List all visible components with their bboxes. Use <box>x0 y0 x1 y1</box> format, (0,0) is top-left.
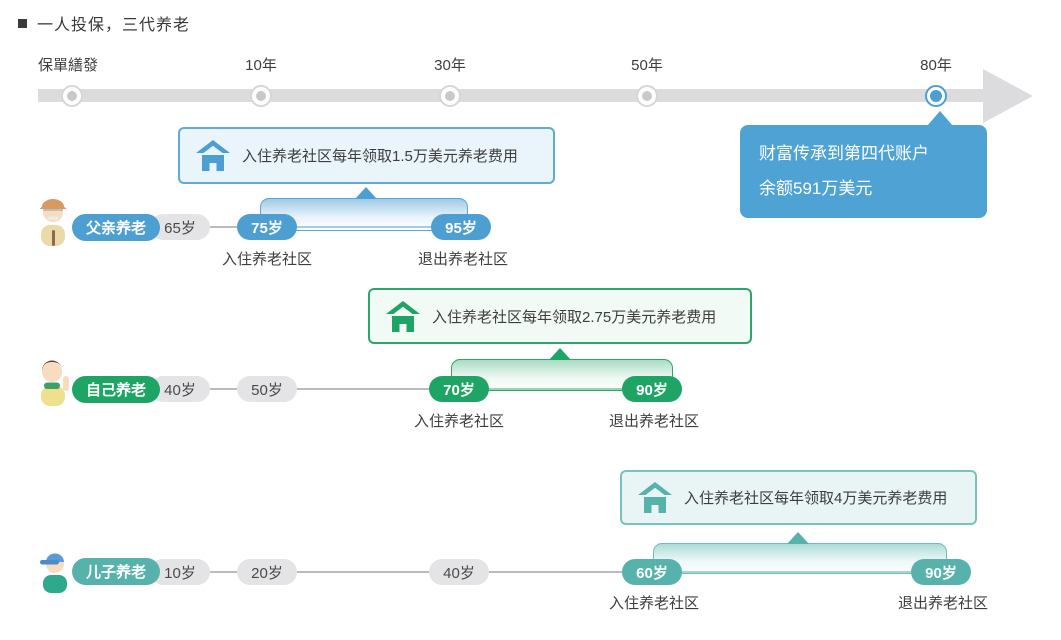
house-icon <box>386 300 420 332</box>
connector-line <box>675 571 918 573</box>
connector-line <box>210 571 237 573</box>
enter-label-self: 入住养老社区 <box>413 413 505 430</box>
connector-line <box>210 226 237 228</box>
timeline-dot-10y <box>250 85 272 107</box>
bracket-pointer-icon <box>549 348 571 360</box>
timeline-dot-policy-issue <box>61 85 83 107</box>
connector-line <box>297 388 429 390</box>
age-pill-son-enter: 60岁 <box>622 559 682 585</box>
age-pill-son-exit: 90岁 <box>911 559 971 585</box>
house-icon <box>638 482 672 513</box>
age-pill-self-enter: 70岁 <box>429 376 489 402</box>
timeline-arrow-icon <box>983 69 1033 123</box>
timeline-label-50y: 50年 <box>631 57 663 74</box>
info-text-son: 入住养老社区每年领取4万美元养老费用 <box>684 490 948 507</box>
connector-line <box>489 571 622 573</box>
age-pill-son-step2: 40岁 <box>429 559 489 585</box>
badge-self: 自己养老 <box>72 376 160 403</box>
age-pill-father-enter: 75岁 <box>237 214 297 240</box>
timeline-dot-50y <box>636 85 658 107</box>
timeline-dot-30y <box>439 85 461 107</box>
badge-father: 父亲养老 <box>72 214 160 241</box>
age-pill-son-start: 10岁 <box>150 559 210 585</box>
age-pill-father-start: 65岁 <box>150 214 210 240</box>
timeline-label-30y: 30年 <box>434 57 466 74</box>
son-icon <box>36 545 74 598</box>
badge-son: 儿子养老 <box>72 558 160 585</box>
bracket-pointer-icon <box>355 187 377 199</box>
exit-label-son: 退出养老社区 <box>897 595 989 612</box>
info-box-self: 入住养老社区每年领取2.75万美元养老费用 <box>368 288 752 344</box>
father-icon <box>34 196 72 253</box>
timeline-label-policy-issue: 保單繕發 <box>38 57 99 74</box>
timeline-dot-80y-active <box>925 85 947 107</box>
connector-line <box>482 388 629 390</box>
bracket-pointer-icon <box>787 532 809 544</box>
age-pill-self-start: 40岁 <box>150 376 210 402</box>
connector-line <box>210 388 237 390</box>
age-pill-son-step1: 20岁 <box>237 559 297 585</box>
timeline-label-80y: 80年 <box>920 57 952 74</box>
self-icon <box>34 356 72 413</box>
connector-line <box>290 226 438 228</box>
enter-label-son: 入住养老社区 <box>608 595 700 612</box>
house-icon <box>196 140 230 171</box>
callout-line2: 余额591万美元 <box>759 179 873 198</box>
page-title: 一人投保，三代养老 <box>37 17 191 34</box>
age-pill-self-step1: 50岁 <box>237 376 297 402</box>
timeline-bar <box>38 89 988 102</box>
callout-text: 财富传承到第四代账户 余额591万美元 <box>740 125 987 206</box>
info-text-father: 入住养老社区每年领取1.5万美元养老费用 <box>242 148 518 165</box>
info-box-father: 入住养老社区每年领取1.5万美元养老费用 <box>178 127 555 184</box>
timeline-label-10y: 10年 <box>245 57 277 74</box>
age-pill-father-exit: 95岁 <box>431 214 491 240</box>
callout-line1: 财富传承到第四代账户 <box>759 144 929 163</box>
connector-line <box>297 571 429 573</box>
wealth-transfer-callout: 财富传承到第四代账户 余额591万美元 <box>740 111 987 218</box>
age-pill-self-exit: 90岁 <box>622 376 682 402</box>
bracket-son <box>653 532 947 574</box>
info-text-self: 入住养老社区每年领取2.75万美元养老费用 <box>432 308 717 326</box>
exit-label-self: 退出养老社区 <box>608 413 700 430</box>
exit-label-father: 退出养老社区 <box>417 251 509 268</box>
info-box-son: 入住养老社区每年领取4万美元养老费用 <box>620 470 977 525</box>
callout-pointer-icon <box>927 111 953 126</box>
enter-label-father: 入住养老社区 <box>221 251 313 268</box>
bullet-square-icon <box>18 19 27 28</box>
